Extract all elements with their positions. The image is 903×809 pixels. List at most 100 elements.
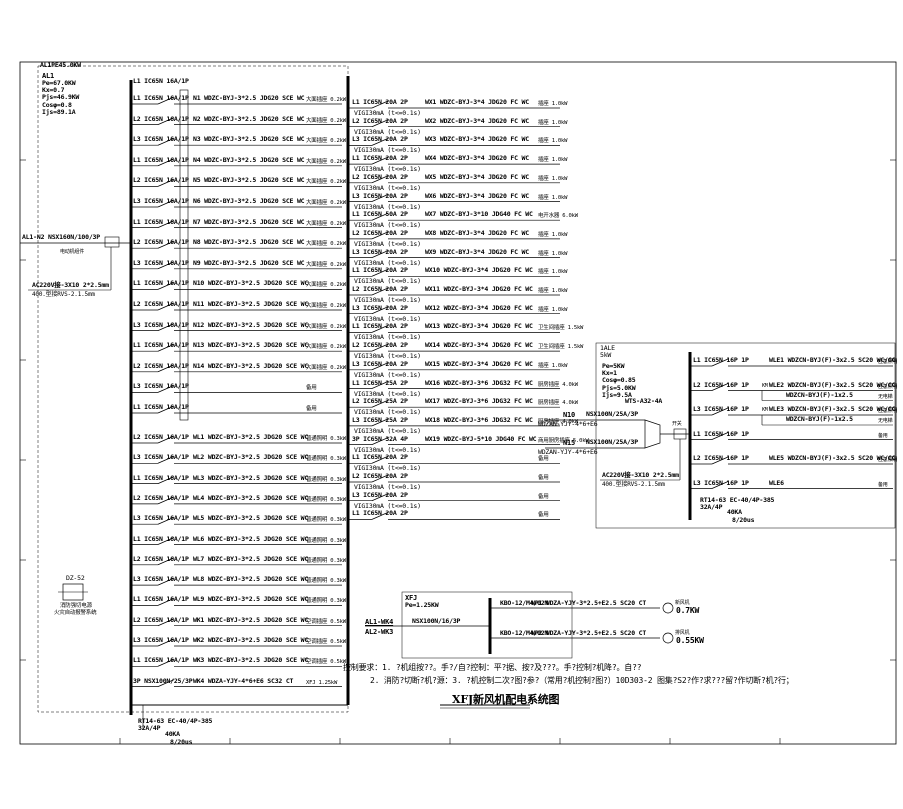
al1-param: Ijs=89.1A (42, 107, 76, 116)
breaker-label: L2 IC65N 20A 2P (352, 285, 408, 293)
breaker-label: L1 IC65N 16A/1P (133, 341, 189, 350)
breaker-switch (371, 100, 389, 109)
breaker-switch (371, 194, 389, 202)
breaker-label: L2 IC65N 20A 2P (352, 228, 408, 237)
breaker-label: L3 IC65N 16A/1P (133, 453, 189, 462)
breaker-label: L3 IC65N 20A 2P (352, 247, 408, 256)
load-label: 大面插座 0.2kW (306, 282, 346, 289)
breaker-label: L3 IC65N 16A/1P (133, 135, 189, 144)
circuit-label: WX18 WDZC-BYJ-3*6 JDG32 FC WC (425, 415, 533, 424)
branch-load: 无电梯 (878, 393, 893, 400)
load-label: 插座 1.0kW (538, 288, 568, 294)
circuit-label: WK3 WDZC-BYJ-3*2.5 JDG20 SCE WC (193, 656, 309, 665)
ale-n15: N15 (563, 439, 576, 447)
breaker-label: L3 IC65N 20A 2P (352, 135, 408, 144)
ale-spd-2: 32A/4P (700, 503, 723, 511)
circuit-label: WX6 WDZC-BYJ-3*4 JDG20 FC WC (425, 191, 529, 200)
load-label: 插座 1.0kW (538, 269, 568, 276)
breaker-label: L2 IC65N 16A/1P (133, 361, 189, 370)
contactor-tag: KM (762, 382, 768, 389)
rcd-label: VIGI30mA (t<=0.1s) (354, 445, 421, 454)
breaker-switch (371, 343, 389, 352)
dz-line-1: 消防强切电源 (60, 603, 92, 609)
breaker-switch (371, 250, 389, 258)
rcd-label: VIGI30mA (t<=0.1s) (354, 370, 421, 379)
rcd-label: VIGI30mA (t<=0.1s) (354, 258, 421, 267)
rcd-label: VIGI30mA (t<=0.1s) (354, 408, 421, 417)
circuit-label: WL6 WDZC-BYJ-3*2.5 JDG20 SCE WC (193, 534, 309, 543)
load-label: 插座 1.0kW (538, 250, 568, 257)
load-label: 大面插座 0.2kW (306, 364, 346, 371)
load-label: 大面插座 0.2kW (306, 344, 346, 351)
breaker-label: L1 IC65N 16A/1P (133, 534, 189, 543)
ale-title: 1ALE (600, 344, 615, 352)
ale-spd-4: 8/20us (732, 516, 755, 524)
breaker-switch (371, 306, 389, 315)
breaker-label: 3P NSX100N/25/3P (133, 676, 193, 685)
breaker-label: L2 IC65N 16A/1P (133, 114, 189, 123)
breaker-switch (157, 679, 175, 687)
breaker-label: L1 IC65N 20A 2P (352, 453, 408, 462)
breaker-label: L3 IC65N 16P 1P (693, 478, 749, 487)
spd-line-1: RT14-63 EC-40/4P-385 (138, 717, 213, 725)
dz-line-2: 火灾自动报警系统 (54, 610, 97, 616)
breaker-switch (157, 598, 175, 606)
circuit-label: N5 WDZC-BYJ-3*2.5 JDG20 SCE WC (193, 176, 305, 185)
load-label: 大面插座 0.2kW (306, 220, 346, 227)
spd-line-3: 40KA (165, 730, 180, 738)
rcd-label: VIGI30mA (t<=0.1s) (354, 333, 421, 342)
ale-param: Ijs=9.5A (602, 390, 632, 399)
load-label: 备用 (538, 456, 549, 463)
load-label: 大面插座 0.2kW (306, 261, 346, 268)
breaker-switch (371, 175, 389, 184)
circuit-label: WX3 WDZC-BYJ-3*4 JDG20 FC WC (425, 135, 529, 144)
circuit-label: WX16 WDZC-BYJ-3*6 JDG32 FC WC (425, 378, 533, 387)
breaker-label: L1 IC65N 16A/1P (133, 403, 189, 411)
breaker-label: L2 IC65N 25A 2P (352, 397, 408, 406)
breaker-switch (157, 516, 175, 525)
breaker-label: L1 IC65N 20A 2P (352, 154, 408, 163)
circuit-label: WX13 WDZC-BYJ-3*4 JDG20 FC WC (425, 322, 533, 331)
xfj-out2-brk: KBO-12/M4/02M (500, 629, 549, 637)
circuit-label: WLE2 WDZCN-BYJ(F)-3x2.5 SC20 WC/CC (769, 380, 896, 389)
breaker-switch (371, 231, 389, 240)
breaker-switch (157, 577, 175, 586)
breaker-label: L3 IC65N 16A/1P (133, 636, 189, 644)
load-label: 插座 1.0kW (538, 101, 568, 107)
breaker-switch (371, 399, 389, 408)
circuit-label: WL1 WDZC-BYJ-3*2.5 JDG20 SCE WC (193, 433, 309, 441)
xfj-breaker: NSX100N/16/3P (412, 617, 461, 625)
breaker-switch (711, 456, 729, 465)
breaker-switch (371, 212, 389, 221)
al1-param: Kx=0.7 (42, 86, 65, 95)
ale-param: Kx=1 (602, 369, 617, 378)
branch-circuit: WDZCN-BYJ(F)-1x2.5 (786, 415, 853, 423)
breaker-label: L2 IC65N 20A 2P (352, 172, 408, 181)
load-label: 备用 (306, 385, 317, 392)
ale-brk1: NSX100N/25A/3P (586, 410, 638, 418)
load-label: 插座 1.0kW (538, 306, 568, 313)
circuit-label: N2 WDZC-BYJ-3*2.5 JDG20 SCE WC (193, 114, 305, 123)
breaker-label: L1 IC65N 16A/1P (133, 155, 189, 164)
rcd-label: VIGI30mA (t<=0.1s) (354, 314, 421, 323)
load-label: 普通照明 0.3kW (306, 456, 346, 463)
breaker-switch (157, 455, 175, 464)
load-label: 普通照明 0.3kW (306, 537, 346, 544)
breaker-switch (157, 96, 175, 105)
rcd-label: VIGI30mA (t<=0.1s) (354, 426, 421, 435)
load-label: 电开水器 6.0kW (538, 213, 578, 220)
breaker-label: L3 IC65N 25A 2P (352, 415, 408, 424)
load-label: 普通照明 0.3kW (306, 598, 346, 605)
rcd-label: VIGI30mA (t<=0.1s) (354, 277, 421, 286)
breaker-switch (157, 364, 175, 373)
breaker-switch (371, 512, 389, 520)
fan-motor-2 (662, 632, 674, 644)
load-label: 普通照明 0.3kW (306, 517, 346, 524)
breaker-switch (371, 455, 389, 464)
load-label: 插座 1.0kW (538, 119, 568, 126)
load-label: 厨房插座 4.0kW (538, 400, 578, 407)
al1-param: Pe=67.0KW (42, 79, 76, 87)
breaker-switch (711, 432, 729, 440)
circuit-label: N10 WDZC-BYJ-3*2.5 JDG20 SCE WC (193, 279, 309, 288)
